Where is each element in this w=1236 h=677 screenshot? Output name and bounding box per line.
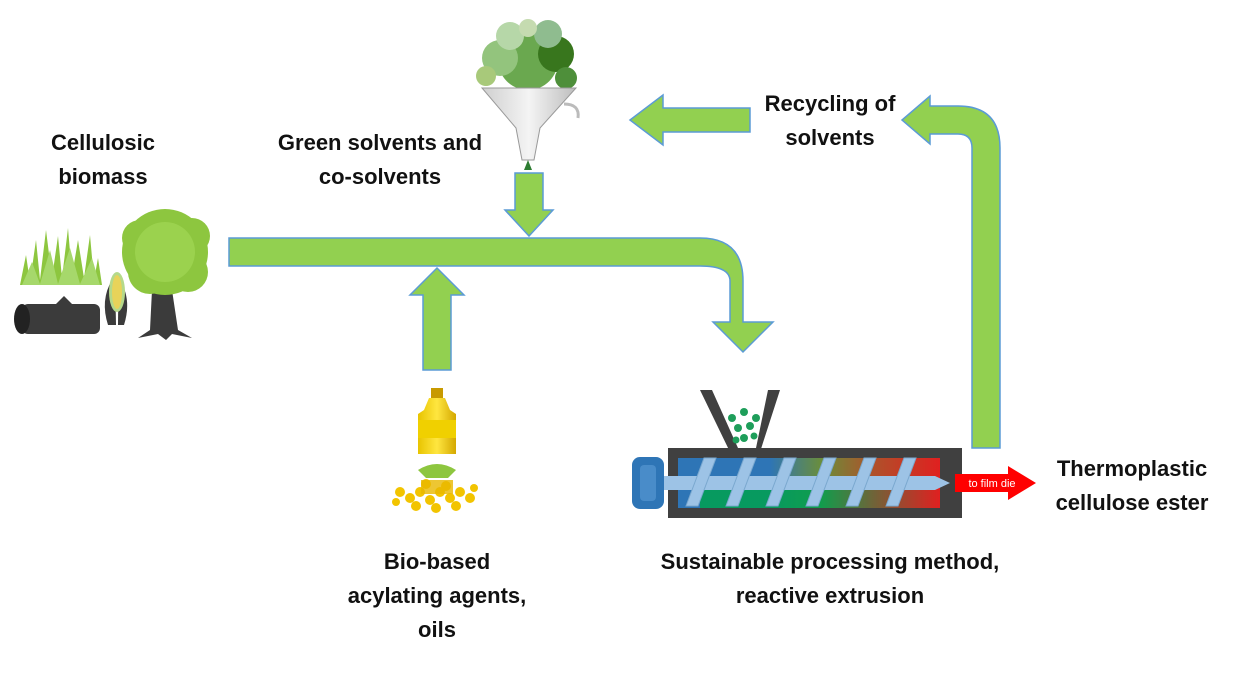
label-green-solvents: Green solvents and co-solvents xyxy=(277,130,483,189)
corn-kernels-icon xyxy=(392,464,478,513)
recycling-return-arrow xyxy=(900,94,1001,449)
label-recycling: Recycling of solvents xyxy=(764,91,896,150)
oil-bottle-icon xyxy=(418,388,456,454)
leaves-funnel-icon xyxy=(476,19,580,170)
solvents-down-arrow xyxy=(503,172,555,238)
die-arrow-label: to film die xyxy=(968,478,1015,490)
label-cellulosic-biomass: Cellulosic biomass xyxy=(51,130,155,189)
label-bio-based: Bio-based acylating agents, oils xyxy=(347,549,527,642)
extruder-icon xyxy=(632,390,962,518)
label-processing: Sustainable processing method, reactive … xyxy=(660,549,1000,608)
label-product: Thermoplastic cellulose ester xyxy=(1055,456,1209,515)
tree-icon xyxy=(122,209,210,340)
recycling-left-arrow xyxy=(628,93,751,147)
output-arrow xyxy=(955,466,1036,500)
log-icon xyxy=(14,296,100,334)
corn-icon xyxy=(104,272,128,325)
acylating-up-arrow xyxy=(408,266,466,371)
grass-icon xyxy=(20,228,102,285)
main-flow-arrow xyxy=(228,237,775,354)
